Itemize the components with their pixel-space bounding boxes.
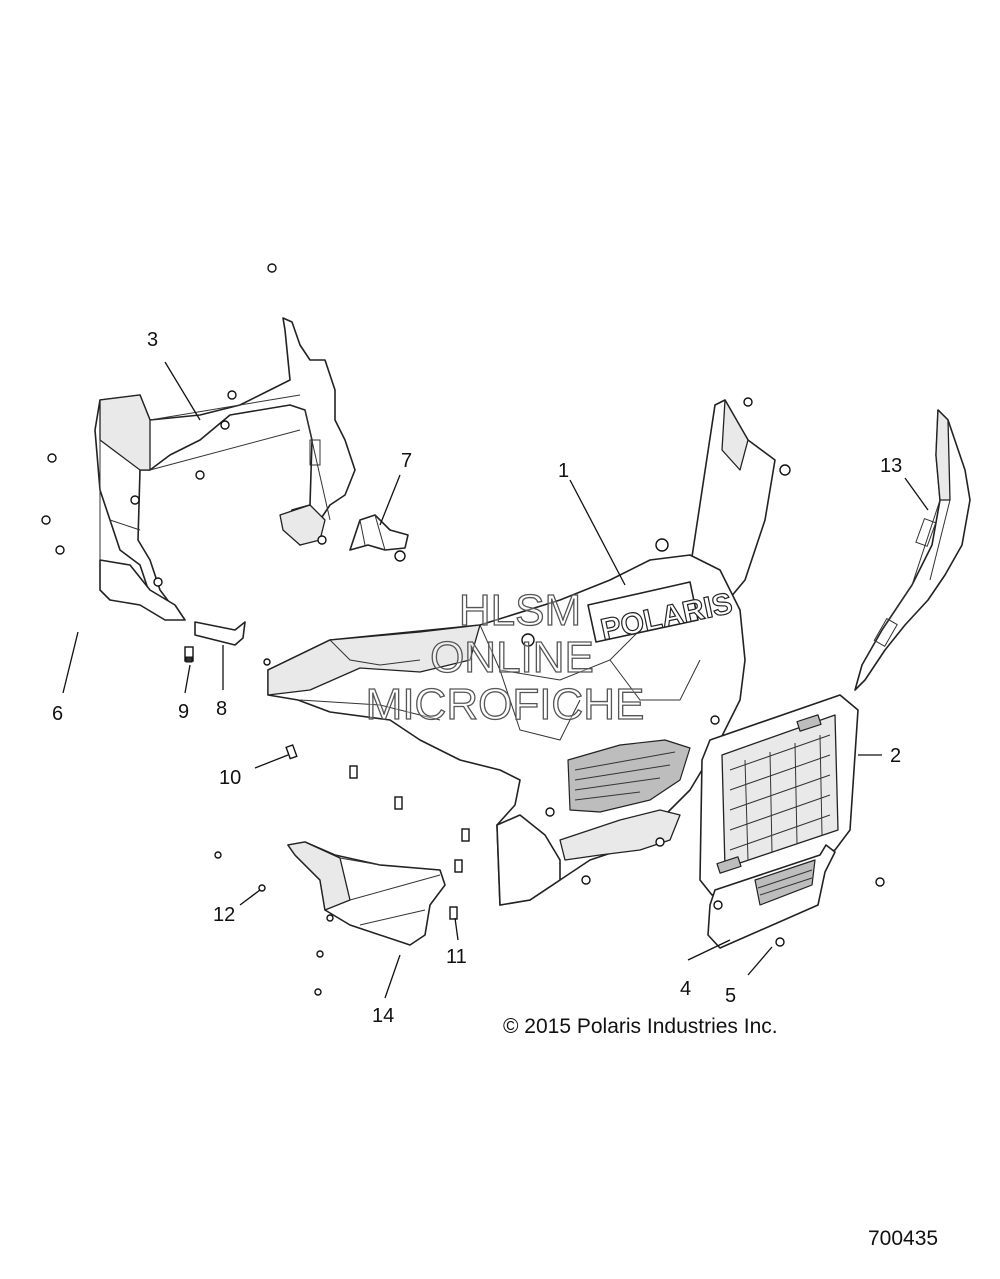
- leader-lines: [62, 361, 929, 999]
- callout-1: 1: [558, 460, 569, 482]
- copyright-notice: © 2015 Polaris Industries Inc.: [503, 1015, 778, 1038]
- part-13-fender-flare: [854, 409, 971, 691]
- part-14-lower-fender: [287, 841, 446, 946]
- part-3-support-frame: [94, 317, 356, 621]
- watermark: HLSM ONLINE MICROFICHE: [365, 585, 645, 729]
- callout-4: 4: [680, 978, 691, 1000]
- part-8-hook-bracket: [194, 621, 246, 646]
- callout-5: 5: [725, 985, 736, 1007]
- fasteners-misc: [214, 658, 885, 996]
- callout-11: 11: [446, 946, 467, 968]
- callout-2: 2: [890, 745, 901, 767]
- callout-10: 10: [219, 767, 241, 789]
- part-7-bracket: [349, 514, 409, 562]
- callout-12: 12: [213, 904, 235, 926]
- callout-labels: 1 2 3 4 5 6 7 8 9 10 11 12 13 14: [52, 329, 902, 1027]
- callout-9: 9: [178, 701, 189, 723]
- watermark-line-1: HLSM: [459, 586, 581, 635]
- callout-14: 14: [372, 1005, 394, 1027]
- callout-6: 6: [52, 703, 63, 725]
- callout-13: 13: [880, 455, 902, 477]
- callout-3: 3: [147, 329, 158, 351]
- watermark-line-3: MICROFICHE: [366, 680, 645, 729]
- callout-7: 7: [401, 450, 412, 472]
- diagram-number: 700435: [868, 1227, 938, 1250]
- part-1-front-bumper: POLARIS: [267, 397, 791, 906]
- callout-8: 8: [216, 698, 227, 720]
- part-4-skid-plate: [707, 844, 836, 949]
- watermark-line-2: ONLINE: [430, 633, 594, 682]
- part-2-grille-insert: [699, 694, 859, 896]
- part-9-screw: [184, 646, 194, 663]
- fasteners-left: [41, 263, 277, 555]
